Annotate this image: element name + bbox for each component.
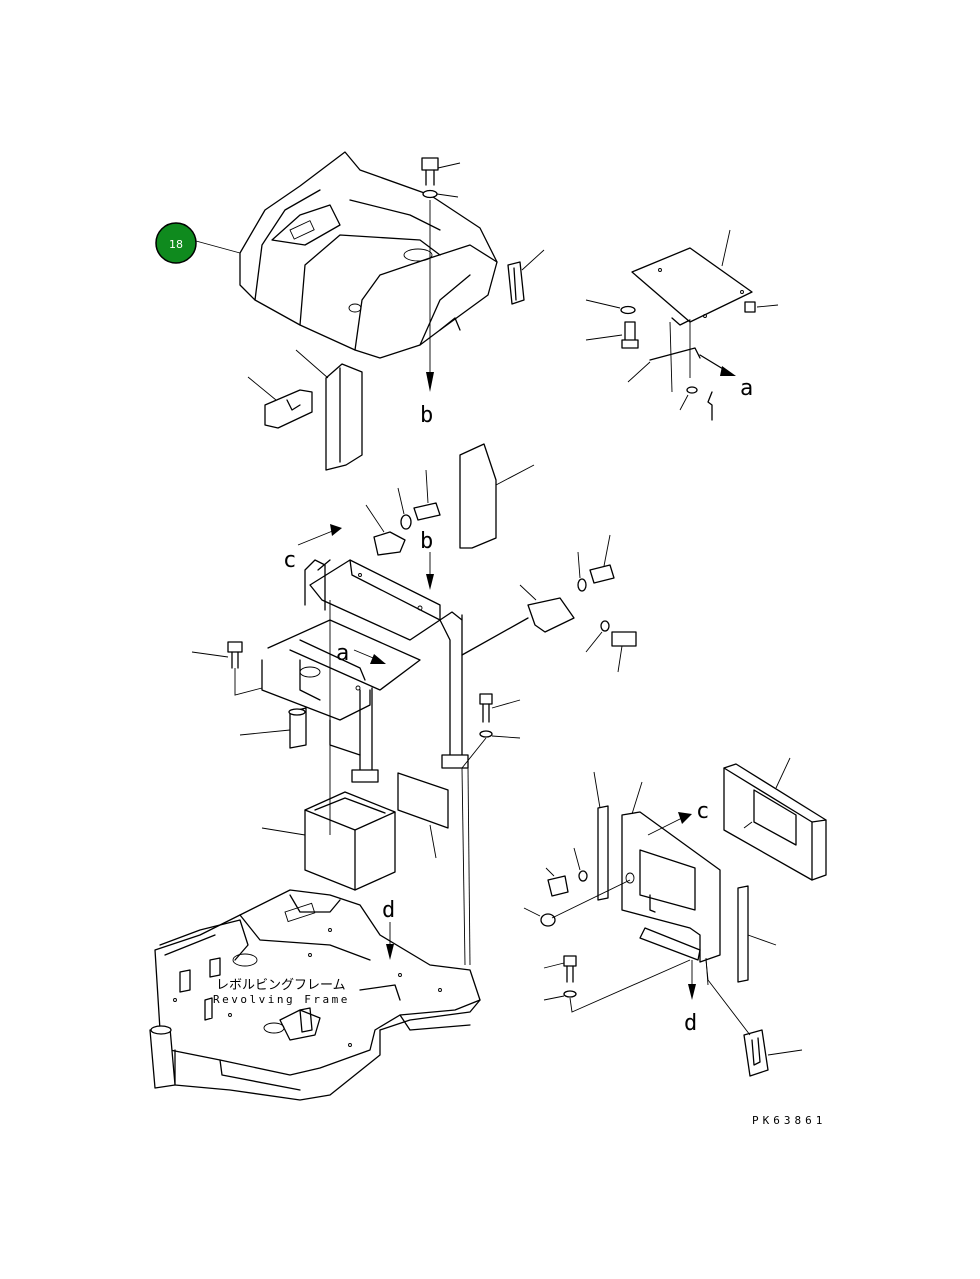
frame-bolt-left	[191, 641, 263, 696]
ref-b-mid: b	[420, 529, 433, 554]
battery-box	[261, 600, 396, 891]
ref-d-right: d	[684, 1011, 697, 1036]
arrow-c-right	[647, 812, 692, 836]
small-block	[247, 376, 313, 429]
pad	[397, 772, 449, 859]
seat-stand-frame	[239, 559, 529, 783]
frame-label-english: Revolving Frame	[213, 993, 350, 1006]
window-frame	[723, 757, 827, 881]
mid-panel	[459, 443, 535, 549]
bracket-left	[365, 469, 441, 556]
strip-short	[737, 885, 777, 983]
arrow-d-right	[688, 960, 696, 1000]
ref-b-top: b	[420, 403, 433, 428]
strip-long	[593, 771, 609, 901]
ref-c-left: c	[283, 548, 296, 573]
ref-a-mid: a	[336, 641, 349, 666]
ref-c-right: c	[696, 799, 709, 824]
seat-bolt	[421, 157, 461, 392]
frame-label-japanese: レボルビングフレーム	[216, 978, 346, 993]
mid-arrows	[297, 524, 434, 590]
side-panel	[295, 349, 363, 471]
top-plate	[585, 229, 779, 421]
cover-bolts	[523, 847, 691, 1013]
drawing-code: PK63861	[752, 1114, 826, 1127]
ref-d-left: d	[382, 898, 395, 923]
callout-number: 18	[169, 238, 183, 251]
seat-cover	[239, 151, 498, 359]
revolving-frame	[149, 767, 481, 1101]
bracket-right	[519, 534, 637, 673]
stand-bolt	[461, 693, 521, 769]
u-clip	[705, 959, 803, 1077]
seat-clip	[507, 249, 545, 305]
arrow-d-left	[386, 922, 394, 960]
ref-a-right: a	[740, 376, 753, 401]
callout-18[interactable]: 18	[155, 222, 241, 264]
arrow-a-mid	[353, 649, 386, 664]
